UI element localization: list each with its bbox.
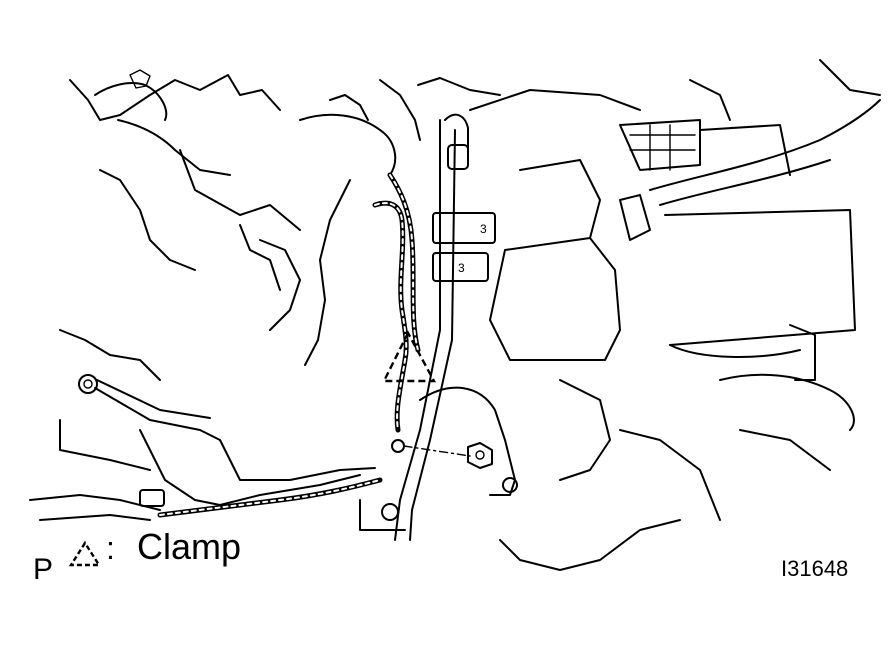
figure-id: I31648	[781, 556, 849, 581]
bolt-assembly	[403, 386, 518, 496]
page-mark: P	[33, 553, 54, 586]
legend-clamp-label: Clamp	[137, 526, 242, 567]
upper-left-components	[69, 69, 501, 366]
clamp-marker	[382, 330, 437, 383]
left-bracket	[29, 329, 376, 521]
center-pillar: 3 3	[359, 113, 496, 541]
part-tag-lower: 3	[458, 261, 465, 275]
right-components	[469, 59, 881, 571]
wire-harness	[157, 172, 421, 518]
dashed-triangle-icon	[68, 540, 102, 567]
legend-separator: :	[106, 530, 115, 566]
part-tag-upper: 3	[480, 222, 487, 236]
